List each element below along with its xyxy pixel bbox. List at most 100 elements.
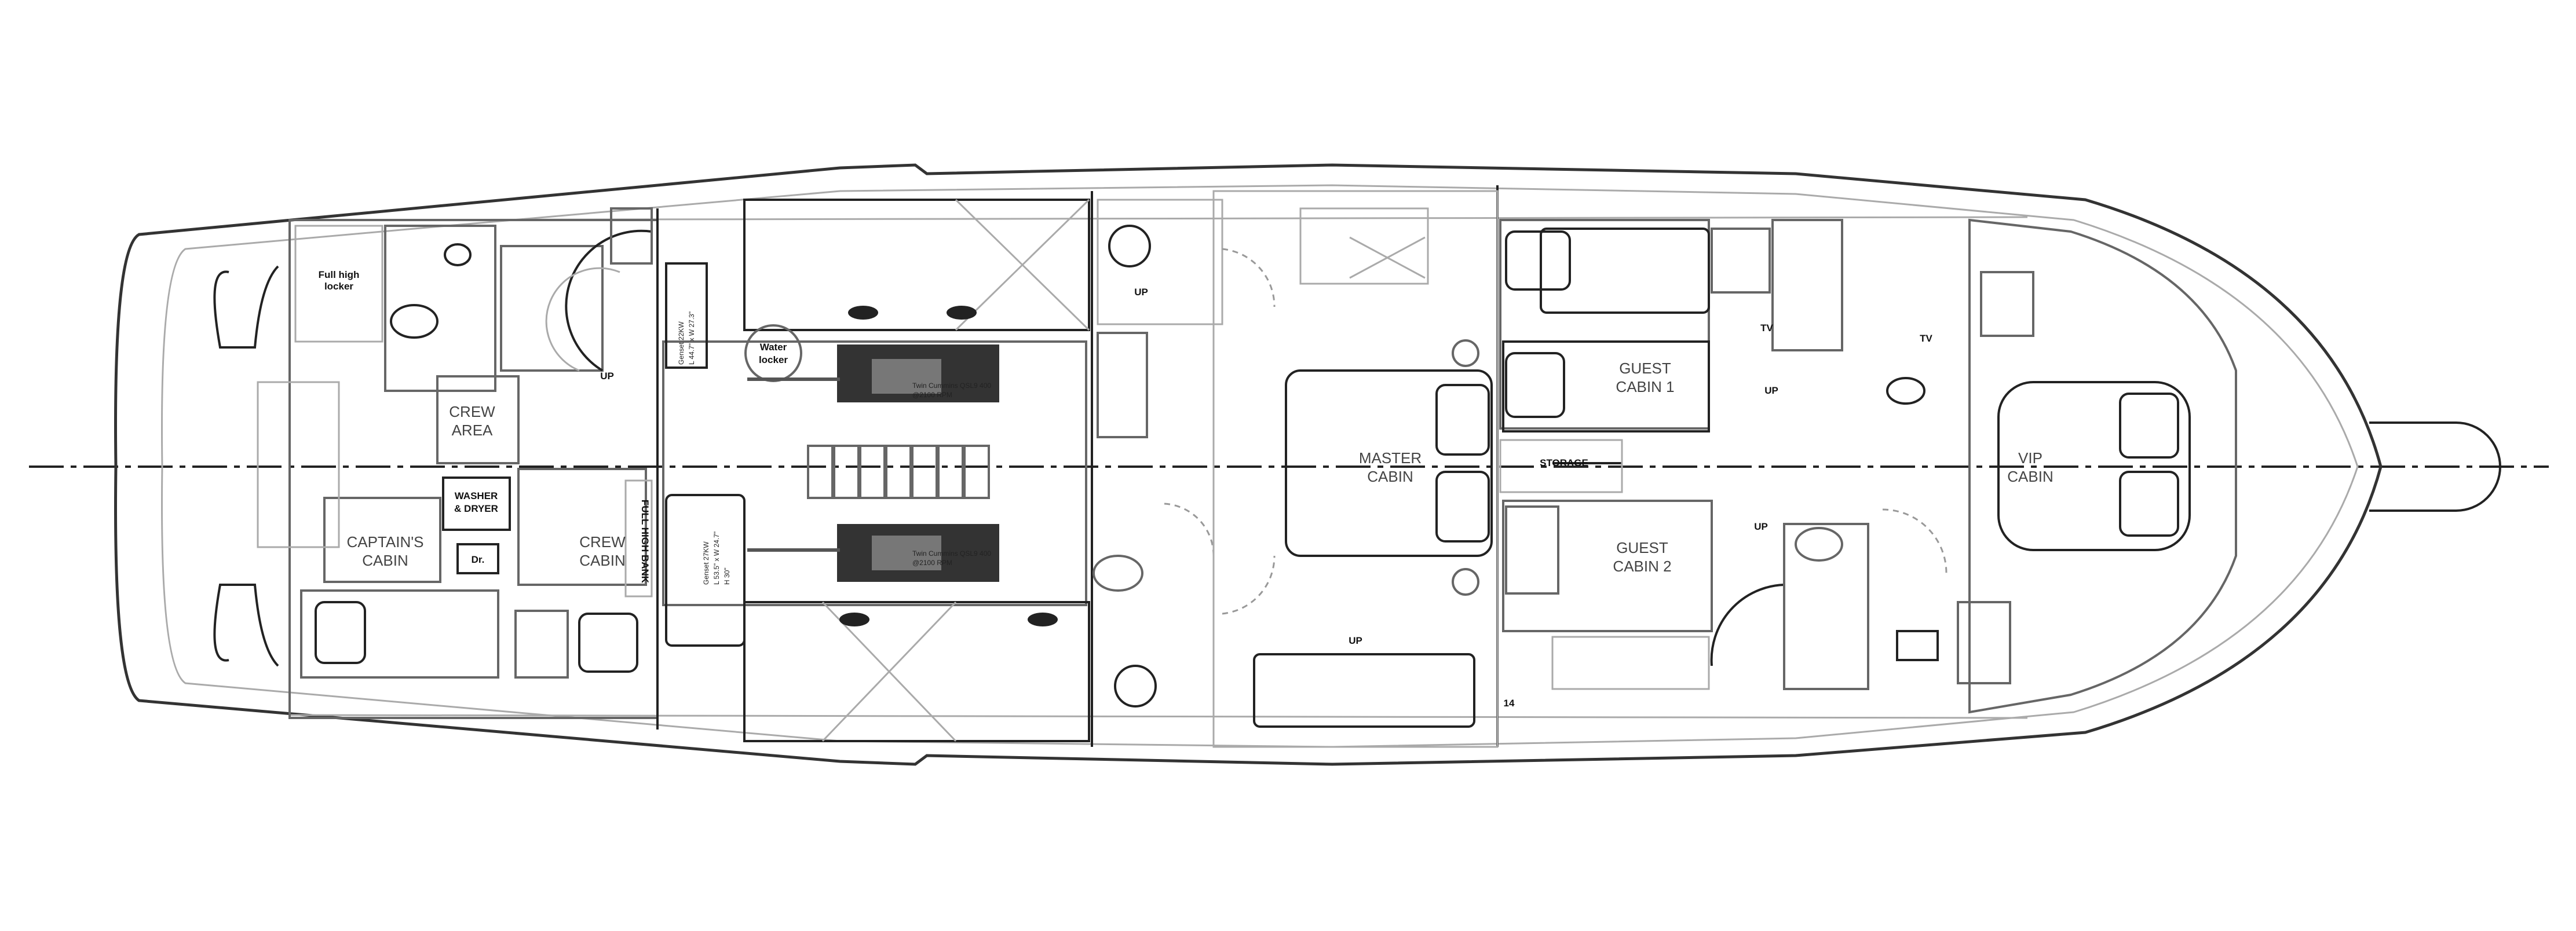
spiral-stair-aft-inner-icon [545,267,620,372]
label-crew-cabin-2: CABIN [579,552,625,569]
label-genset-bottom-1: Genset 27KW [702,541,710,585]
genset-top-box [665,262,708,369]
winch-bottom-icon [1114,665,1157,708]
label-guest-cabin-2-b: CABIN 2 [1613,558,1671,575]
stair-treads-mid [1097,332,1148,438]
label-engine-top-1: Twin Cummins QSL9 400 [912,382,991,390]
hatch-2-icon [1452,568,1479,596]
label-water-locker-2: locker [759,354,788,365]
hatch-1-icon [1452,339,1479,367]
guest2-treads [1505,505,1559,595]
label-engine-top-2: @2100 RPM [912,391,952,399]
spiral-stair-fwd-icon [1710,584,1785,666]
label-crew-area-2: AREA [452,421,493,439]
battery-box-6 [937,445,964,499]
label-full-high-locker-2: locker [324,281,353,292]
label-captains-cabin-1: CAPTAIN'S [346,533,423,551]
sink-aft-icon [444,243,472,266]
water-locker-icon [744,324,802,382]
battery-box-5 [911,445,938,499]
label-crew-area-1: CREW [449,403,495,420]
label-washer-dryer-1: WASHER [455,490,498,501]
label-crew-cabin-1: CREW [579,533,626,551]
master-settee [1253,653,1475,728]
label-full-high-locker-1: Full high [319,269,360,280]
label-engine-bottom-1: Twin Cummins QSL9 400 [912,549,991,558]
label-up-guest: UP [1764,385,1778,396]
label-vip-cabin-1: VIP [2018,449,2042,467]
door-swing-fwd [1882,508,1947,574]
tank-top-diag-2 [955,199,1090,331]
label-vip-cabin-2: CABIN [2007,468,2053,485]
engine-room [662,340,1087,606]
vip-pillow-1-icon [2119,393,2179,459]
vip-room [1968,218,2237,714]
label-full-high-bank: FULL HIGH BANK [640,500,651,584]
full-high-bank-box [624,479,653,598]
label-engine-bottom-2: @2100 RPM [912,559,952,567]
dryer-box [456,543,499,574]
label-master-cabin-1: MASTER [1359,449,1422,467]
label-frame-ref: 14 [1504,698,1515,709]
hull-outline-outer [114,163,2383,766]
vip-bed [1997,381,2191,551]
label-water-locker-1: Water [760,342,787,353]
label-guest-cabin-1-b: CABIN 1 [1616,378,1674,395]
guest1-room [1499,219,1710,430]
bed-captain [300,589,499,679]
fuel-filter-1-icon [848,306,878,320]
door-swing-mid [1164,503,1215,556]
master-vanity [1299,207,1429,285]
sink-fwd-icon [1886,377,1925,405]
walkway-starboard [289,714,2028,719]
label-washer-dryer-2: & DRYER [454,503,498,514]
winch-top-icon [1108,225,1151,267]
vip-pillow-2-icon [2119,471,2179,537]
fuel-filter-4-icon [1028,613,1058,626]
vip-sink-box [1896,630,1939,661]
battery-box-7 [963,445,990,499]
toilet-aft-icon [390,304,439,339]
crew-cabin-room [517,468,647,586]
vip-treads-top [1980,271,2034,337]
label-up-aft: UP [600,371,614,382]
label-tv-1: TV [1760,322,1773,333]
master-area [1212,190,1499,748]
guest1-pillow-1-icon [1505,230,1571,291]
battery-box-1 [807,445,834,499]
spiral-stair-aft-icon [565,229,652,372]
engine-bottom-body [872,536,941,570]
bow-sprit [2369,421,2501,512]
fuel-filter-2-icon [947,306,977,320]
head-fwd-room-2 [1783,523,1869,690]
washer-dryer-box [442,477,511,531]
master-pillow-1-icon [1435,384,1490,456]
stair-treads-crew [514,610,569,679]
guest1-bed [1502,340,1710,432]
label-up-fwd: UP [1754,521,1768,532]
pillow-captain-icon [315,601,366,664]
engine-top-body [872,359,941,394]
label-genset-bottom-3: H 30" [723,567,731,585]
label-storage: STORAGE [1540,457,1588,468]
label-genset-bottom-2: L 53.5" x W 24.7" [712,532,721,585]
battery-box-4 [885,445,912,499]
pillow-crew-icon [578,613,638,673]
shower-aft [500,245,604,372]
label-up-master: UP [1349,635,1362,646]
stair-treads-aft [610,207,653,265]
label-dryer: Dr. [472,554,485,565]
label-master-cabin-2: CABIN [1367,468,1413,485]
battery-box-3 [859,445,886,499]
label-up-mid: UP [1134,287,1148,298]
guest1-storage [1540,228,1710,314]
guest1-pillow-2-icon [1505,352,1565,418]
master-vanity-diag-2 [1349,236,1426,279]
stair-treads-fwd [1711,228,1771,294]
label-genset-top-2: L 44.7" x W 27.3" [688,311,696,365]
tank-bottom-diag-2 [821,601,957,742]
master-pillow-2-icon [1435,471,1490,543]
label-guest-cabin-1-a: GUEST [1619,360,1671,377]
master-bed [1285,369,1493,557]
